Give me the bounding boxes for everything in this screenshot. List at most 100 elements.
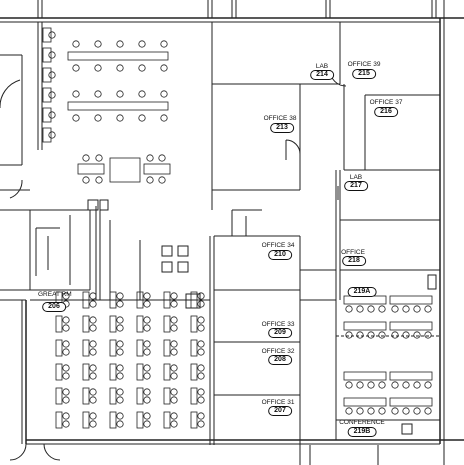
chair (158, 176, 166, 184)
chair (89, 300, 97, 308)
chair (95, 154, 103, 162)
chair (116, 420, 124, 428)
chair (197, 372, 205, 380)
chair (116, 40, 124, 48)
chair (143, 388, 151, 396)
chair (116, 348, 124, 356)
chair (116, 396, 124, 404)
desk (136, 411, 144, 429)
chair (89, 420, 97, 428)
chair (94, 40, 102, 48)
room-name-218: OFFICE (341, 249, 365, 256)
chair (170, 324, 178, 332)
desk (389, 371, 433, 381)
desk (190, 363, 198, 381)
chair (138, 40, 146, 48)
desk (343, 321, 387, 331)
desk (136, 315, 144, 333)
chair (143, 292, 151, 300)
desk (55, 411, 63, 429)
room-name-215: OFFICE 39 (347, 61, 381, 68)
desk (136, 387, 144, 405)
chair (146, 154, 154, 162)
chair (62, 396, 70, 404)
chair (143, 300, 151, 308)
chair (62, 348, 70, 356)
room-name-209: OFFICE 33 (261, 321, 295, 328)
desk (190, 411, 198, 429)
chair (158, 154, 166, 162)
chair (356, 331, 364, 339)
chair (367, 305, 375, 313)
desk (163, 387, 171, 405)
chair (89, 388, 97, 396)
chair (197, 412, 205, 420)
desk (109, 291, 117, 309)
chair (170, 388, 178, 396)
chair (72, 114, 80, 122)
chair (116, 292, 124, 300)
desk (67, 51, 169, 61)
chair (82, 176, 90, 184)
desk (343, 397, 387, 407)
chair (197, 348, 205, 356)
chair (48, 51, 56, 59)
desk (42, 107, 52, 123)
chair (413, 407, 421, 415)
chair (94, 90, 102, 98)
room-number-210: 210 (268, 250, 292, 260)
chair (160, 114, 168, 122)
chair (170, 292, 178, 300)
desk (389, 295, 433, 305)
chair (116, 412, 124, 420)
chair (424, 407, 432, 415)
chair (197, 292, 205, 300)
chair (170, 316, 178, 324)
desk (136, 339, 144, 357)
room-number-216: 216 (374, 107, 398, 117)
chair (160, 90, 168, 98)
chair (48, 111, 56, 119)
chair (345, 381, 353, 389)
desk (389, 321, 433, 331)
desk (163, 411, 171, 429)
desk (109, 363, 117, 381)
room-number-215: 215 (352, 69, 376, 79)
desk (55, 363, 63, 381)
room-name-210: OFFICE 34 (261, 242, 295, 249)
room-name-216: OFFICE 37 (369, 99, 403, 106)
desk (109, 339, 117, 357)
chair (170, 348, 178, 356)
chair (424, 381, 432, 389)
chair (143, 396, 151, 404)
room-number-207: 207 (268, 406, 292, 416)
room-name-206: GREAT RM (38, 291, 72, 298)
chair (48, 71, 56, 79)
chair (197, 396, 205, 404)
chair (170, 412, 178, 420)
chair (424, 305, 432, 313)
chair (378, 305, 386, 313)
chair (143, 420, 151, 428)
chair (72, 40, 80, 48)
chair (345, 305, 353, 313)
chair (62, 340, 70, 348)
chair (367, 331, 375, 339)
chair (89, 372, 97, 380)
chair (367, 407, 375, 415)
desk (82, 291, 90, 309)
chair (116, 300, 124, 308)
room-name-208: OFFICE 32 (261, 348, 295, 355)
room-name-214: LAB (315, 63, 329, 70)
desk (55, 339, 63, 357)
chair (143, 412, 151, 420)
chair (402, 407, 410, 415)
chair (345, 407, 353, 415)
chair (138, 90, 146, 98)
desk (109, 157, 141, 183)
chair (143, 348, 151, 356)
chair (356, 381, 364, 389)
chair (48, 91, 56, 99)
chair (94, 64, 102, 72)
